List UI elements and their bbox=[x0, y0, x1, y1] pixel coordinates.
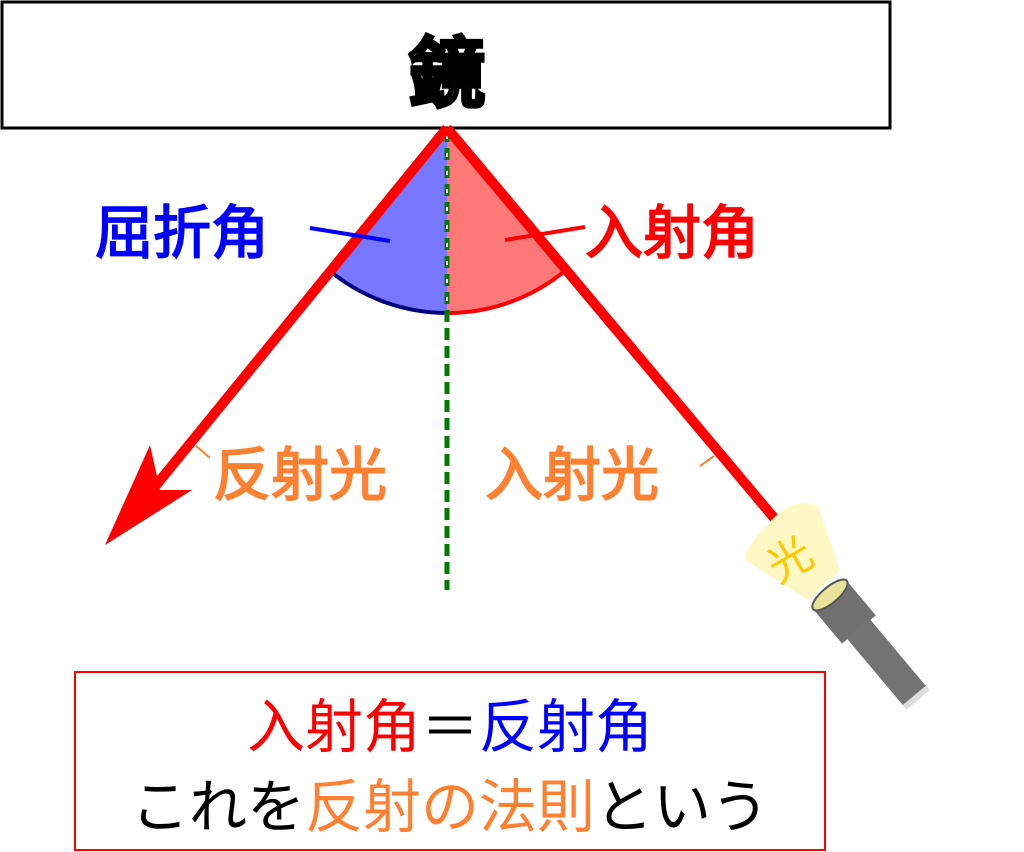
flashlight-body bbox=[846, 618, 927, 707]
incident-leader bbox=[699, 455, 715, 467]
reflected-light-label: 反射光 bbox=[213, 441, 387, 509]
summary-this: これを bbox=[131, 773, 305, 841]
flashlight-cap bbox=[902, 685, 930, 710]
incidence-angle-sector bbox=[447, 128, 566, 314]
summary-box bbox=[74, 671, 826, 851]
summary-equals: ＝ bbox=[421, 693, 479, 761]
reflected-ray bbox=[136, 124, 451, 509]
flashlight-lens bbox=[811, 578, 849, 612]
light-beam bbox=[745, 503, 840, 600]
left-angle-label: 屈折角 bbox=[95, 199, 269, 267]
left-angle-leader bbox=[309, 226, 391, 243]
summary-line1: 入射角＝反射角 bbox=[247, 693, 653, 761]
summary-called: という bbox=[595, 773, 769, 841]
reflected-leader bbox=[195, 445, 211, 459]
mirror-label: 鏡 bbox=[409, 29, 485, 118]
incident-ray bbox=[443, 124, 784, 529]
mirror bbox=[0, 0, 892, 130]
right-angle-leader bbox=[504, 225, 586, 242]
flashlight: 光 bbox=[745, 503, 930, 710]
reflection-angle-arc bbox=[328, 269, 448, 315]
reflected-ray-arrowhead bbox=[105, 445, 192, 545]
summary-line2: これを反射の法則という bbox=[131, 773, 769, 841]
summary-reflection-angle: 反射角 bbox=[479, 693, 653, 761]
summary-incidence-angle: 入射角 bbox=[247, 693, 421, 761]
incidence-angle-arc bbox=[446, 268, 568, 316]
reflection-angle-sector bbox=[330, 128, 447, 313]
right-angle-label: 入射角 bbox=[585, 199, 759, 267]
incident-light-label: 入射光 bbox=[485, 441, 659, 509]
summary-law: 反射の法則 bbox=[305, 773, 595, 841]
